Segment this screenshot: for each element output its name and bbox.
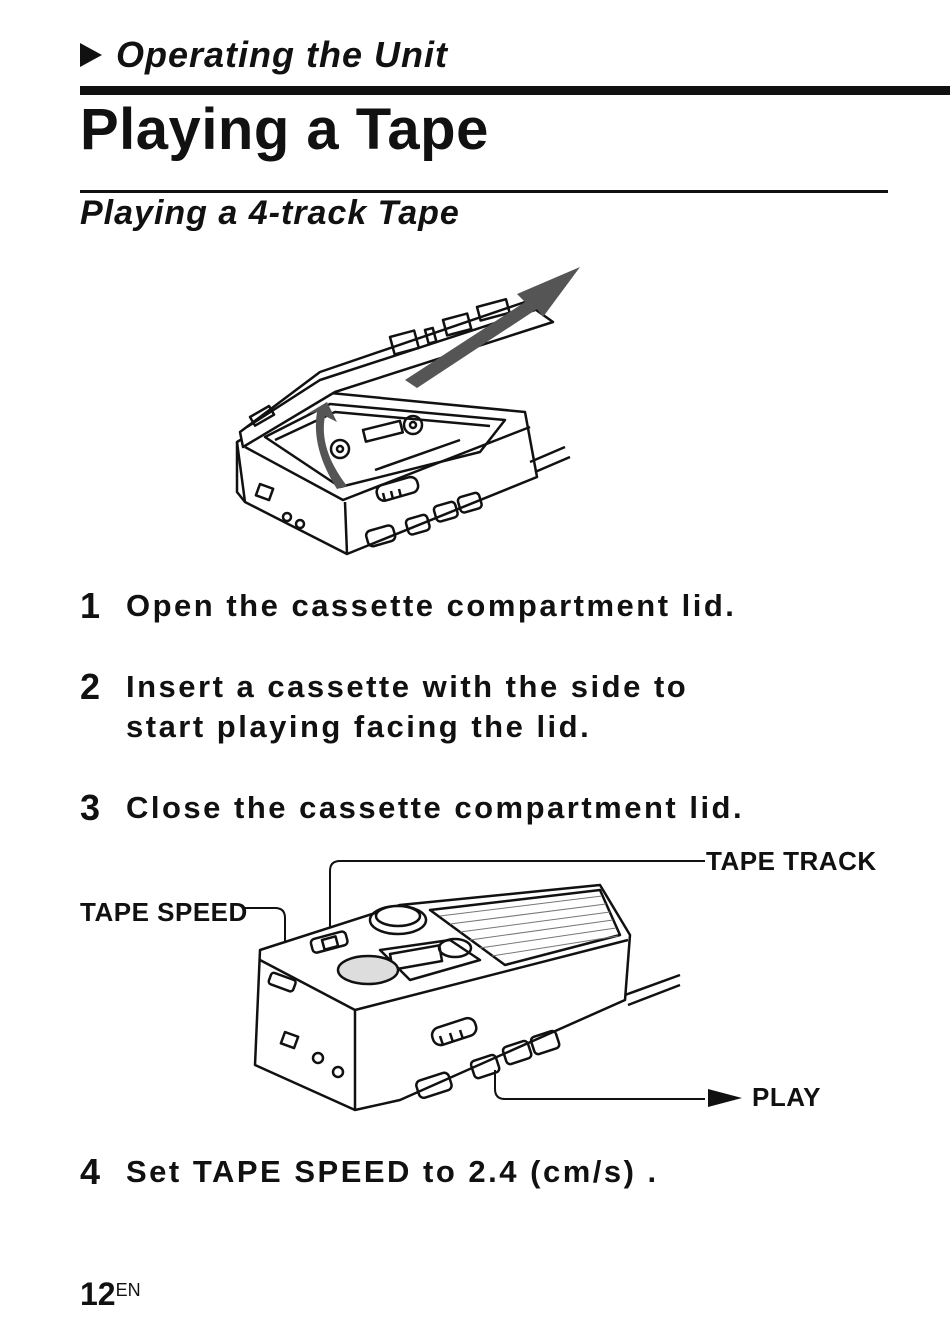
play-arrow-icon — [708, 1088, 742, 1107]
step-4: 4 Set TAPE SPEED to 2.4 (cm/s) . — [80, 1152, 659, 1192]
section-subtitle: Playing a 4-track Tape — [80, 194, 460, 232]
step-number: 4 — [80, 1151, 101, 1192]
callout-tape-speed: TAPE SPEED — [80, 897, 248, 927]
step-3: 3 Close the cassette compartment lid. — [80, 788, 744, 828]
step-text: Set TAPE SPEED to 2.4 (cm/s) . — [126, 1154, 659, 1189]
subtitle-rule — [80, 190, 888, 193]
step-1: 1 Open the cassette compartment lid. — [80, 586, 736, 626]
callout-play: PLAY — [708, 1082, 821, 1113]
step-text: Open the cassette compartment lid. — [126, 588, 737, 623]
section-label-text: Operating the Unit — [116, 34, 448, 75]
closed-player-illustration — [242, 860, 705, 1112]
page-number: 12EN — [80, 1276, 141, 1313]
step-number: 2 — [80, 666, 101, 707]
open-lid-illustration — [235, 267, 580, 556]
page-number-value: 12 — [80, 1276, 116, 1312]
page-title: Playing a Tape — [80, 97, 489, 162]
callout-play-text: PLAY — [752, 1082, 821, 1112]
step-text: Close the cassette compartment lid. — [126, 790, 745, 825]
page-language-suffix: EN — [115, 1280, 141, 1300]
section-label: Operating the Unit — [80, 34, 448, 76]
step-number: 1 — [80, 585, 101, 626]
step-number: 3 — [80, 787, 101, 828]
header-rule — [80, 86, 950, 95]
play-triangle-icon — [80, 43, 102, 67]
step-text: Insert a cassette with the side to start… — [126, 669, 689, 744]
step-2: 2 Insert a cassette with the side to sta… — [80, 667, 780, 747]
callout-tape-track: TAPE TRACK — [706, 846, 877, 876]
